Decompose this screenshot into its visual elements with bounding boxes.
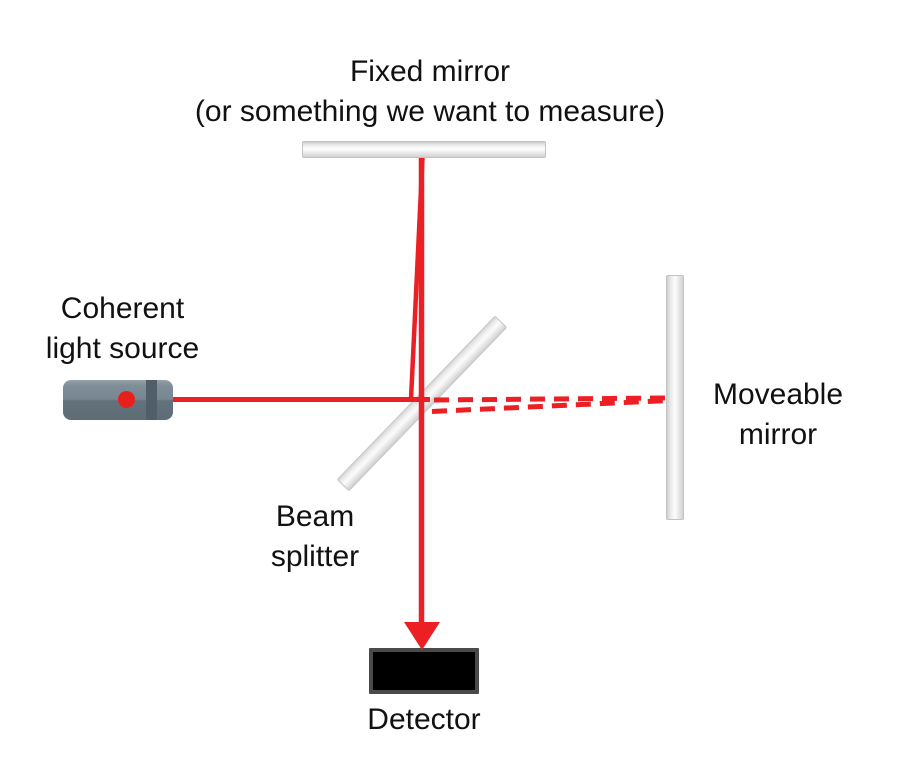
detector-arrowhead bbox=[404, 622, 440, 650]
fixed-mirror-bar bbox=[302, 141, 546, 158]
moveable-mirror-label: Moveable mirror bbox=[687, 375, 869, 455]
moveable-mirror-label-line1: Moveable bbox=[712, 378, 844, 411]
coherent-light-source-label-line2: light source bbox=[45, 332, 200, 365]
detector-label: Detector bbox=[334, 700, 514, 740]
moveable-mirror-bar bbox=[666, 275, 684, 520]
beam-splitter-label-line1: Beam bbox=[275, 500, 355, 533]
laser-indicator-dot bbox=[118, 391, 135, 408]
coherent-light-source-label-line1: Coherent bbox=[60, 292, 185, 325]
laser-device bbox=[63, 380, 173, 420]
detector-box bbox=[369, 648, 479, 694]
fixed-mirror-label-line2: (or something we want to measure) bbox=[194, 95, 666, 128]
beam-splitter-label-line2: splitter bbox=[270, 540, 360, 573]
moveable-mirror-label-line2: mirror bbox=[738, 418, 818, 451]
dashed-beam-upper bbox=[433, 395, 669, 403]
fixed-mirror-label: Fixed mirror (or something we want to me… bbox=[130, 52, 730, 132]
coherent-light-source-label: Coherent light source bbox=[15, 289, 230, 369]
fixed-mirror-label-line1: Fixed mirror bbox=[349, 55, 510, 88]
laser-band bbox=[146, 380, 157, 420]
dashed-beam-lower bbox=[431, 398, 669, 414]
beam-splitter-label: Beam splitter bbox=[225, 497, 405, 577]
beam-splitter-bar bbox=[336, 315, 508, 492]
return-beam bbox=[408, 157, 425, 400]
detector-label-text: Detector bbox=[367, 703, 481, 736]
